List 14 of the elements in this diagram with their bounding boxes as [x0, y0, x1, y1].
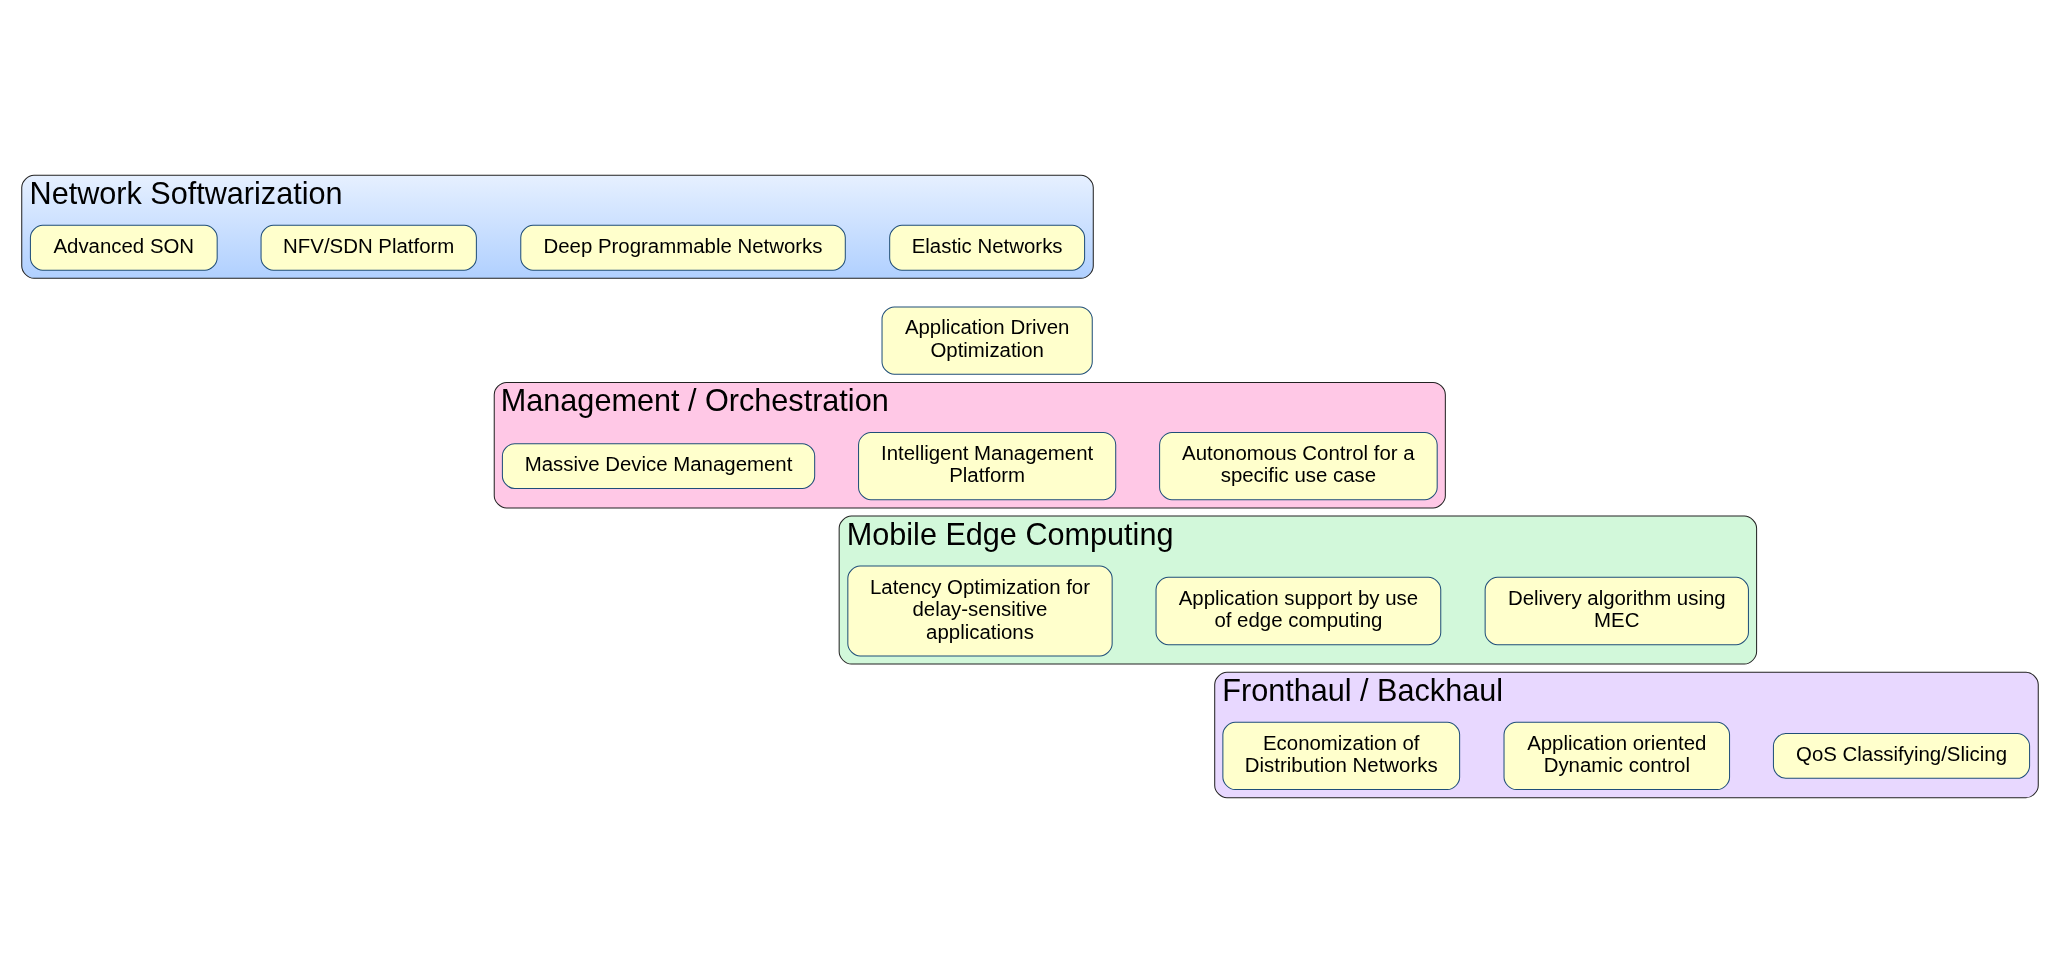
node-box: Intelligent Management Platform [858, 431, 1117, 501]
node-box: Advanced SON [29, 224, 218, 271]
node-box: Massive Device Management [501, 443, 816, 490]
node-box: Application support by use of edge computing [1155, 576, 1442, 646]
node-box: Autonomous Control for a specific use case [1159, 431, 1438, 501]
node-box: Latency Optimization for delay-sensitive applications [847, 565, 1113, 657]
node-box: QoS Classifying/Slicing [1772, 732, 2031, 779]
node-box: Economization of Distribution Networks [1222, 721, 1461, 791]
node-box: Application Driven Optimization [881, 306, 1093, 375]
node-box: NFV/SDN Platform [260, 224, 477, 271]
node-box: Application oriented Dynamic control [1503, 721, 1731, 791]
node-box: Deep Programmable Networks [520, 224, 846, 271]
node-box: Elastic Networks [889, 224, 1086, 271]
node-box: Delivery algorithm using MEC [1484, 576, 1749, 646]
